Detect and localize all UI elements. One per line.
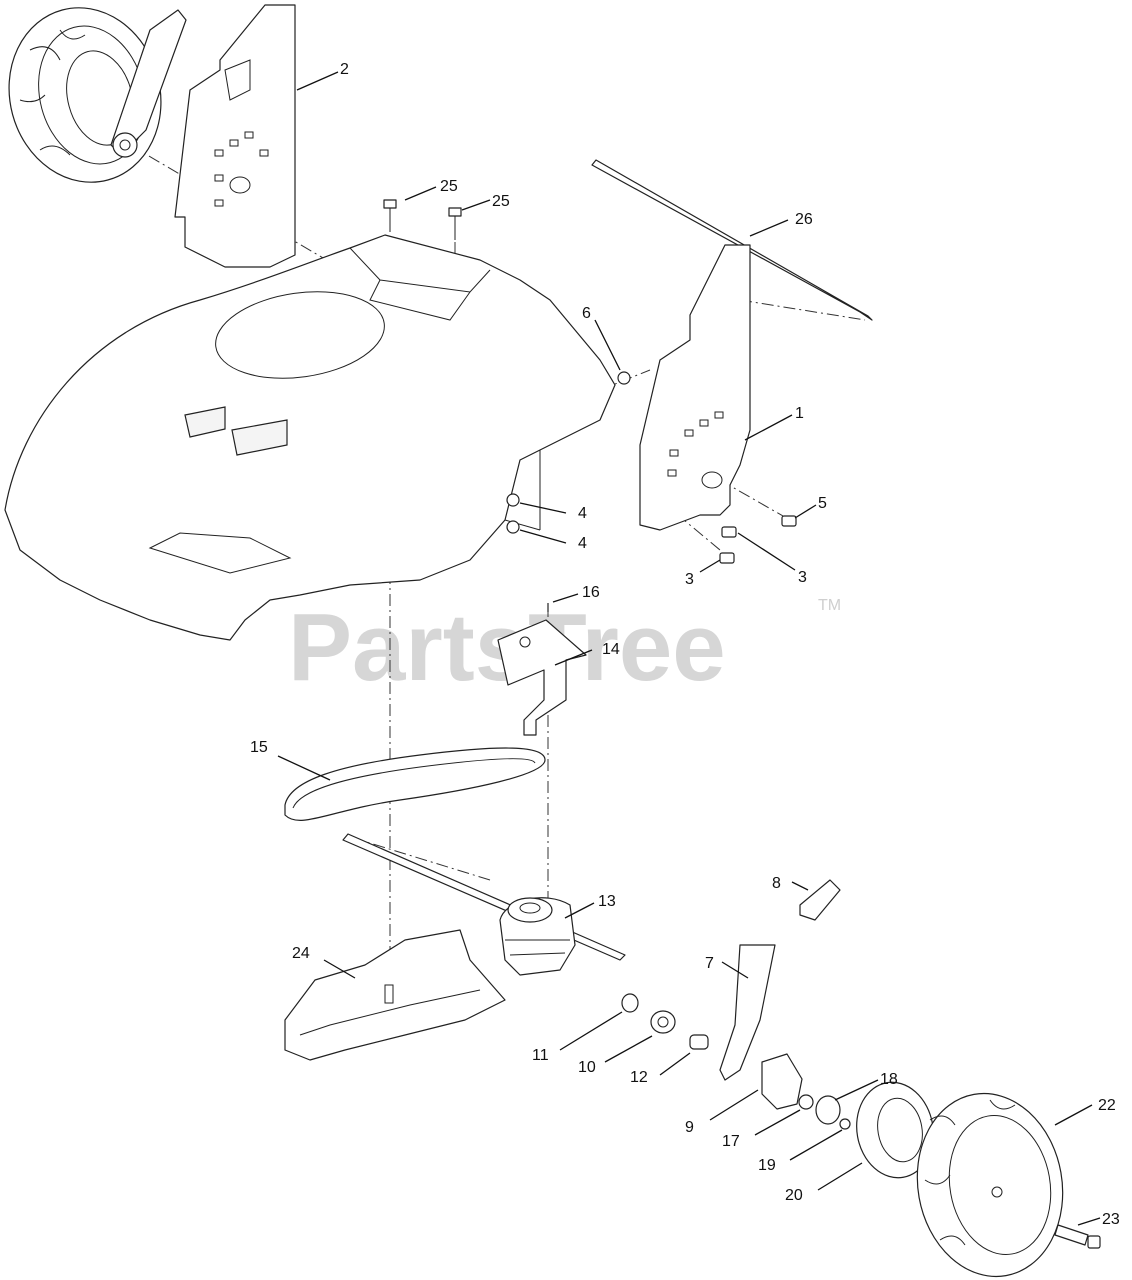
callout-4-upper: 4 — [578, 505, 587, 522]
callout-8: 8 — [772, 875, 781, 892]
washer-17[interactable] — [798, 1094, 814, 1110]
callout-17: 17 — [722, 1133, 740, 1150]
callout-5: 5 — [818, 495, 827, 512]
callout-10: 10 — [578, 1059, 596, 1076]
callout-20: 20 — [785, 1187, 803, 1204]
height-adjuster-plate-right[interactable] — [639, 244, 751, 531]
callout-12: 12 — [630, 1069, 648, 1086]
callout-25-left: 25 — [440, 178, 458, 195]
callout-25-right: 25 — [492, 193, 510, 210]
drive-axle[interactable] — [342, 833, 626, 961]
bushing-10[interactable] — [650, 1010, 676, 1034]
mower-deck[interactable] — [4, 234, 616, 641]
callout-11: 11 — [532, 1047, 549, 1064]
callout-4-lower: 4 — [578, 535, 587, 552]
callout-15: 15 — [250, 739, 268, 756]
shoulder-bolt[interactable] — [1054, 1224, 1101, 1249]
washer-11[interactable] — [621, 993, 639, 1013]
callout-26: 26 — [795, 211, 813, 228]
callout-3-left: 3 — [685, 571, 694, 588]
bolt-3-upper[interactable] — [721, 526, 737, 538]
pinion-gear[interactable] — [815, 1095, 841, 1125]
callout-22: 22 — [1098, 1097, 1116, 1114]
callout-13: 13 — [598, 893, 616, 910]
rod[interactable] — [591, 159, 873, 321]
bolt-25-right[interactable] — [448, 207, 462, 240]
callout-16: 16 — [582, 584, 600, 601]
height-adjuster-plate-left[interactable] — [174, 4, 296, 268]
bolt-25-left[interactable] — [383, 199, 397, 232]
bolt-5[interactable] — [781, 515, 797, 527]
transmission[interactable] — [499, 897, 576, 976]
leader-lines — [277, 71, 1101, 1226]
callout-2: 2 — [340, 61, 349, 78]
nut-4-upper[interactable] — [506, 493, 520, 507]
callout-6: 6 — [582, 305, 591, 322]
wheel-top-left[interactable] — [0, 0, 187, 199]
callout-19: 19 — [758, 1157, 776, 1174]
belt-guard-bracket[interactable] — [497, 603, 587, 736]
callout-9: 9 — [685, 1119, 694, 1136]
callouts: 2 25 25 26 6 1 4 4 5 3 3 16 14 15 8 13 7… — [250, 61, 1120, 1228]
drive-belt[interactable] — [284, 747, 546, 821]
watermark-tm: TM — [818, 597, 841, 614]
bolt-3-lower[interactable] — [719, 552, 735, 564]
spacer-12[interactable] — [689, 1034, 709, 1050]
nut-6[interactable] — [617, 371, 631, 385]
washer-19[interactable] — [839, 1118, 851, 1130]
lever-knob[interactable] — [799, 879, 841, 921]
callout-1: 1 — [795, 405, 804, 422]
callout-18: 18 — [880, 1071, 898, 1088]
callout-14: 14 — [602, 641, 620, 658]
nut-4-lower[interactable] — [506, 520, 520, 534]
callout-3-right: 3 — [798, 569, 807, 586]
callout-24: 24 — [292, 945, 310, 962]
baffle[interactable] — [284, 929, 506, 1061]
height-lever[interactable] — [719, 944, 776, 1081]
callout-23: 23 — [1102, 1211, 1120, 1228]
height-plate-9[interactable] — [761, 1053, 803, 1110]
wheel[interactable] — [903, 1082, 1077, 1280]
callout-7: 7 — [705, 955, 714, 972]
